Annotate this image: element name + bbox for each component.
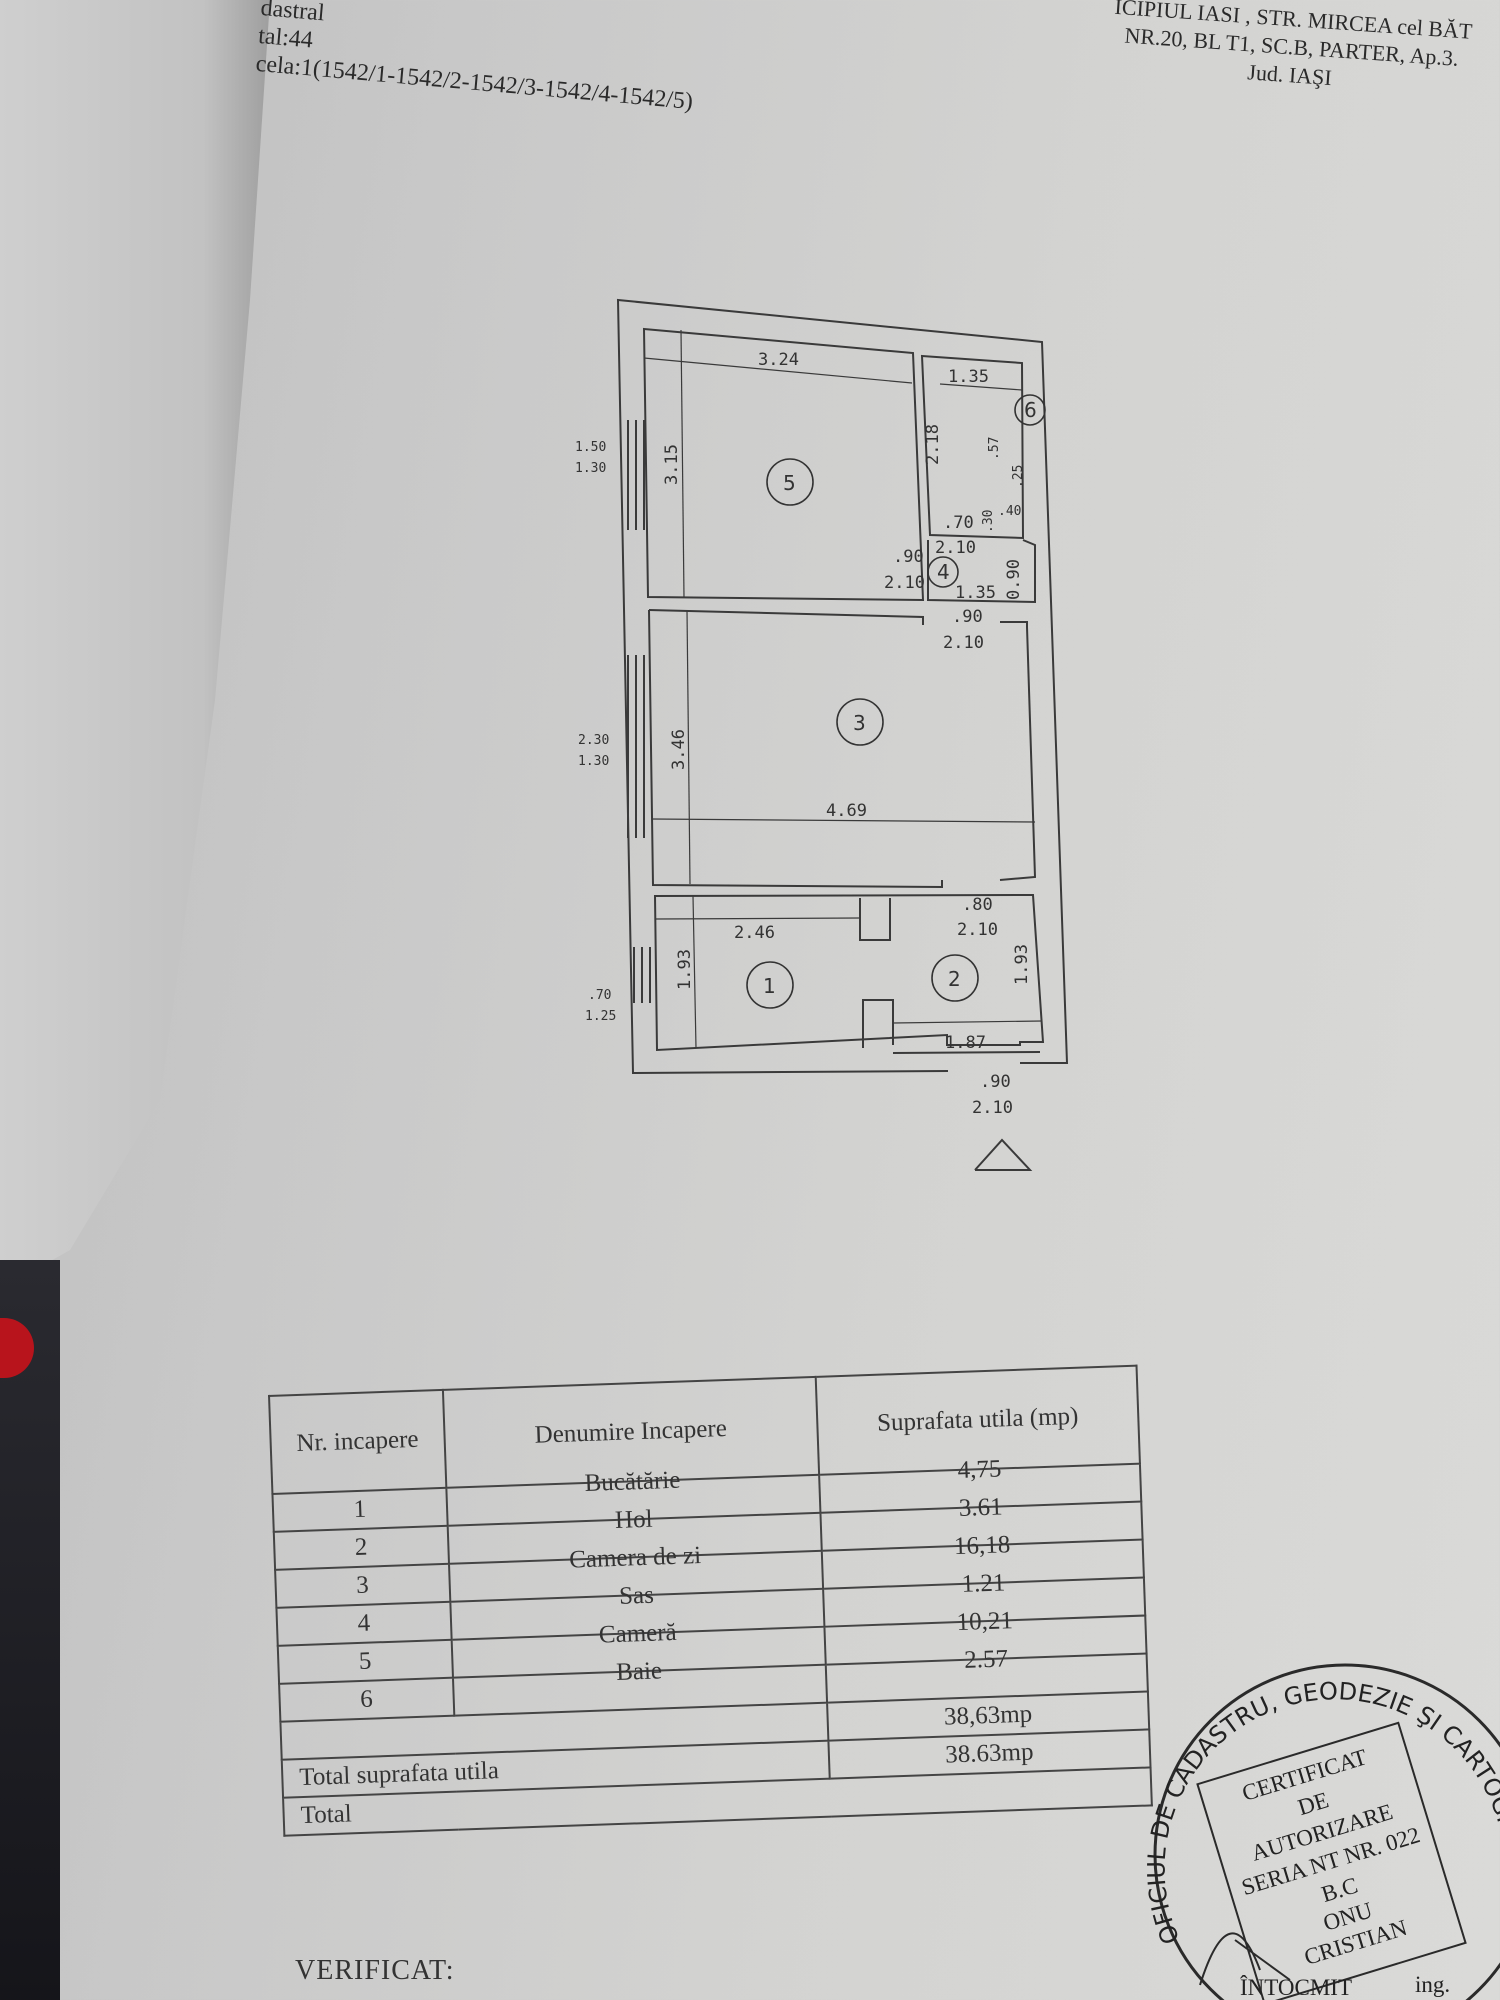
dimension: 2.10 (935, 538, 976, 558)
room-6-wall (920, 354, 1025, 540)
room-nr-cell: 3 (355, 1571, 370, 1600)
room-name-cell: Cameră (598, 1618, 678, 1649)
partition (862, 999, 894, 1048)
dimension: 4.69 (826, 801, 867, 821)
room-nr-cell: 6 (359, 1685, 374, 1713)
room-area-cell: 2.57 (963, 1645, 1009, 1674)
room-name-cell: Hol (614, 1505, 653, 1534)
room-area-table: Nr. incapere Denumire Incapere Suprafata… (268, 1365, 1153, 1837)
dimension: 1.35 (948, 367, 989, 387)
room-3-bottom (648, 609, 943, 889)
room-2-label: 2 (948, 967, 961, 991)
dimension: 1.93 (675, 949, 695, 990)
verified-label: VERIFICAT: (295, 1955, 455, 1986)
dimension: .90 (980, 1072, 1011, 1092)
dimension: 3.15 (662, 444, 682, 485)
window-dimension: 1.30 (578, 754, 609, 769)
dimension: .80 (962, 895, 993, 915)
room-name-cell: Bucătărie (584, 1466, 681, 1497)
dimension: 3.46 (669, 729, 689, 770)
dimension: 1.93 (1012, 944, 1032, 985)
window-dimension: 1.50 (575, 440, 606, 455)
dimension: 2.46 (734, 923, 775, 943)
dimension: 2.10 (957, 920, 998, 940)
room-nr-cell: 1 (353, 1495, 367, 1524)
dimension: .30 (981, 510, 996, 533)
window-dimension: .70 (588, 988, 611, 1003)
entrance-marker (974, 1138, 1033, 1171)
room-name-cell: Camera de zi (568, 1541, 702, 1574)
room-6-label: 6 (1024, 398, 1037, 422)
dimension: 2.18 (923, 424, 943, 465)
room-area-cell: 4,75 (957, 1455, 1002, 1484)
room-4-label: 4 (937, 560, 950, 584)
dimension: .90 (952, 607, 983, 627)
room-4-wall (927, 539, 1036, 604)
stamp-drawn-by: ÎNTOCMIT (1240, 1975, 1352, 2000)
dimension: .70 (943, 513, 974, 533)
room-5-wall (642, 327, 925, 602)
room-name-cell: Baie (615, 1657, 663, 1687)
dimension: .57 (987, 437, 1002, 460)
window-dimension: 2.30 (578, 733, 609, 748)
partition (859, 898, 891, 941)
stamp-title: ing. (1415, 1972, 1450, 1997)
window-dimension: 1.25 (585, 1009, 616, 1024)
dimension: .40 (998, 504, 1021, 519)
room-5-label: 5 (783, 471, 796, 495)
dimension: .25 (1011, 465, 1026, 488)
room-1-label: 1 (763, 974, 776, 998)
dimension: 0.90 (1004, 559, 1024, 600)
dimension: .90 (893, 547, 924, 567)
room-3-label: 3 (853, 711, 866, 735)
room-area-cell: 3.61 (958, 1493, 1004, 1522)
authorization-stamp: OFICIUL DE CADASTRU, GEODEZIE ŞI CARTOGR… (1140, 1640, 1500, 2000)
outer-wall (616, 298, 1069, 1075)
dimension: 2.10 (972, 1098, 1013, 1118)
signature-icon (1199, 1932, 1291, 1986)
dimension: 1.35 (955, 583, 996, 603)
room-area-cell: 16,18 (953, 1531, 1011, 1561)
room-name-cell: Sas (618, 1581, 655, 1610)
background-surface (0, 1260, 60, 2000)
window-dimension: 1.30 (575, 461, 606, 476)
room-nr-cell: 4 (357, 1609, 371, 1638)
room-area-cell: 1.21 (961, 1569, 1006, 1598)
dimension: 3.24 (758, 350, 799, 370)
dimension: 2.10 (884, 573, 925, 593)
room-area-cell: 10,21 (956, 1607, 1014, 1637)
dimension: 1.87 (945, 1033, 986, 1053)
room-nr-cell: 2 (354, 1533, 368, 1562)
room-nr-cell: 5 (358, 1647, 372, 1675)
column-header: Nr. incapere (269, 1389, 446, 1494)
stamp-line: DE (1295, 1787, 1332, 1820)
room-1-2-wall (653, 893, 1045, 1052)
dimension: 2.10 (943, 633, 984, 653)
room-3-wall (648, 609, 924, 625)
